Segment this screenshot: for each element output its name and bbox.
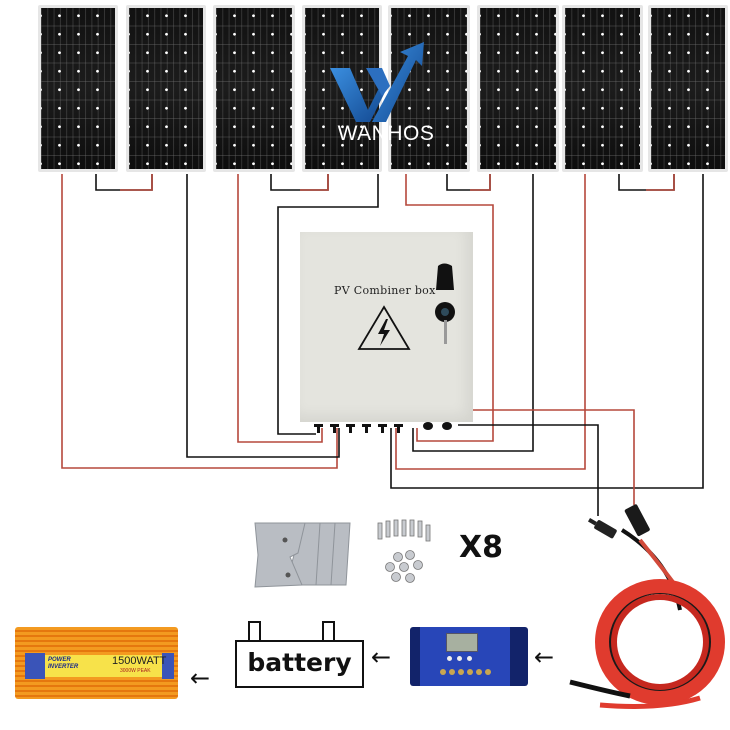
string-wire-negative [412, 174, 534, 452]
flow-arrow-left-icon: ← [190, 664, 211, 692]
mc4-connector-female [624, 504, 650, 537]
combiner-box-label: PV Combiner box [334, 284, 436, 297]
solar-panel [38, 5, 118, 172]
battery [235, 640, 364, 688]
high-voltage-warning-icon [357, 305, 411, 350]
controller-terminal [476, 669, 482, 675]
inverter-endcap [162, 653, 174, 679]
jumper-wire [95, 174, 153, 191]
string-wire-negative [390, 174, 704, 489]
controller-terminal [485, 669, 491, 675]
controller-button [467, 656, 472, 661]
flow-arrow-left-icon: ← [371, 643, 392, 671]
solar-panel [213, 5, 295, 172]
string-wire-positive [237, 174, 323, 443]
wanhos-logo-icon [330, 42, 424, 122]
inverter-label-band [45, 655, 162, 677]
string-wire-negative [186, 174, 340, 458]
string-wire-positive [395, 174, 586, 470]
solar-panel [648, 5, 728, 172]
jumper-wire [446, 174, 491, 191]
string-wire-positive [405, 174, 494, 442]
mc4-connector-male [588, 518, 617, 539]
inverter-peak: 3000W PEAK [120, 668, 151, 674]
inverter-rating: 1500WATT [112, 655, 167, 667]
controller-button [457, 656, 462, 661]
brand-name: WANHOS [337, 122, 435, 145]
solar-panel [126, 5, 206, 172]
string-wire-negative [277, 174, 379, 435]
z-bracket-icon [254, 522, 351, 588]
controller-terminal [449, 669, 455, 675]
solar-cable-coil-icon [569, 504, 725, 709]
controller-button [447, 656, 452, 661]
inverter-brand: POWER INVERTER [48, 657, 79, 670]
controller-terminal [467, 669, 473, 675]
solar-panel [562, 5, 643, 172]
string-wire-positive [61, 174, 338, 469]
battery-label: battery [247, 648, 352, 677]
controller-lcd [446, 633, 478, 652]
battery-terminal [322, 621, 335, 640]
lock-and-key-icon [435, 263, 455, 344]
output-wire-negative [458, 424, 599, 516]
bolts-and-nuts-icon [377, 519, 431, 583]
controller-terminal [458, 669, 464, 675]
jumper-wire [270, 174, 329, 191]
solar-panel [477, 5, 559, 172]
controller-terminal [440, 669, 446, 675]
jumper-wire [618, 174, 675, 191]
inverter-endcap [25, 653, 45, 679]
flow-arrow-left-icon: ← [534, 643, 555, 671]
cable-glands [314, 422, 452, 433]
battery-terminal [248, 621, 261, 640]
quantity-label: X8 [459, 530, 504, 565]
